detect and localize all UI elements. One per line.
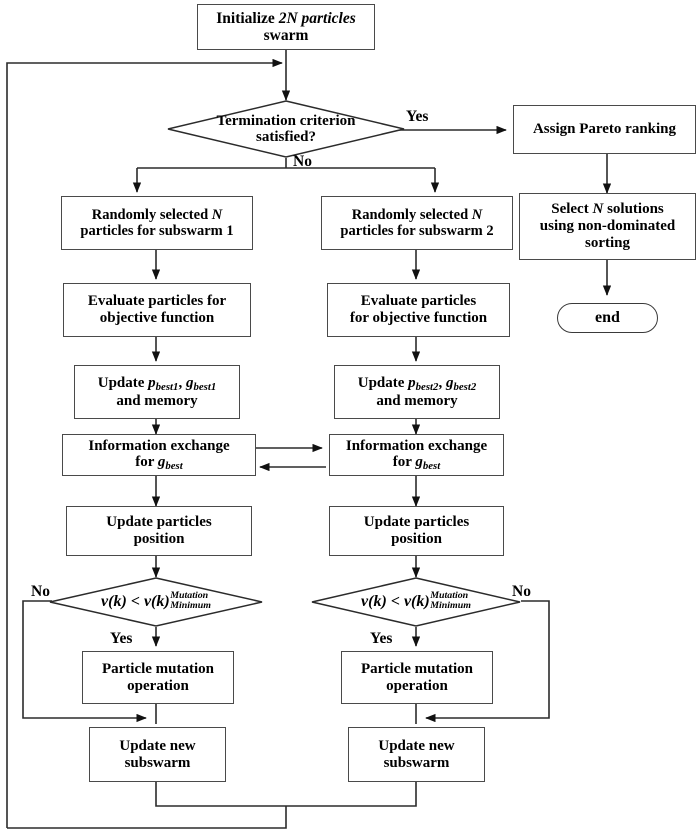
update2-p-sub: best2 [415, 380, 439, 393]
update2-p: p [408, 374, 416, 391]
pareto-text: Assign Pareto ranking [532, 121, 677, 138]
edge-label-no-termination: No [293, 153, 312, 170]
select-line1b: solutions [603, 201, 664, 218]
evaluate1-line2: objective function [99, 310, 215, 326]
random1-line1: Randomly selected [91, 206, 212, 223]
random1-line2: particles for subswarm 1 [80, 223, 234, 239]
random2-line2: particles for subswarm 2 [340, 223, 494, 239]
node-assign-pareto-ranking[interactable]: Assign Pareto ranking [513, 105, 696, 154]
edge-label-yes-mutation-right: Yes [370, 630, 393, 647]
select-line3: sorting [585, 234, 630, 251]
update1-line2: and memory [116, 392, 198, 409]
newsub2-line1: Update new [378, 737, 455, 754]
infoex1-g-sub: best [165, 460, 183, 473]
evaluate2-line1: Evaluate particles [360, 293, 477, 310]
update1-g: g [185, 374, 194, 391]
select-line2: using non-dominated [539, 218, 676, 235]
node-mutation-check-2[interactable] [310, 577, 522, 627]
infoex2-line2pre: for [392, 454, 416, 471]
infoex2-g: g [415, 454, 423, 471]
edge-label-no-mutation-left: No [31, 583, 50, 600]
mutation1-line1: Particle mutation [101, 660, 215, 677]
random2-line1: Randomly selected [351, 206, 472, 223]
position1-line2: position [133, 531, 185, 547]
newsub1-line1: Update new [119, 737, 196, 754]
infoex2-line1: Information exchange [345, 437, 488, 454]
init-line2: swarm [263, 27, 309, 44]
node-end[interactable]: end [557, 303, 658, 333]
update1-prefix: Update [97, 374, 149, 391]
mutation2-line2: operation [386, 677, 448, 694]
edge-label-no-mutation-right: No [512, 583, 531, 600]
update2-g-sub: best2 [453, 380, 477, 393]
infoex2-g-sub: best [422, 460, 441, 473]
update1-g-sub: best1 [193, 380, 217, 393]
node-termination-diamond[interactable] [166, 100, 406, 158]
end-text: end [595, 309, 620, 327]
position2-line2: position [391, 531, 442, 547]
update2-line2: and memory [376, 392, 458, 409]
random1-emphasis: N [211, 206, 223, 223]
position1-line1: Update particles [106, 514, 212, 531]
update1-comma: , [178, 374, 186, 391]
init-emphasis: 2N particles [278, 9, 356, 27]
node-mutation-check-1[interactable] [48, 577, 264, 627]
mutation2-line1: Particle mutation [360, 660, 474, 677]
random2-emphasis: N [471, 206, 483, 223]
evaluate1-line1: Evaluate particles for [87, 293, 227, 310]
infoex1-g: g [157, 454, 166, 471]
infoex1-line2pre: for [135, 454, 158, 471]
update1-p: p [148, 374, 156, 391]
select-emphasis: N [592, 201, 604, 218]
init-line1: Initialize [216, 9, 279, 27]
infoex1-line1: Information exchange [88, 437, 230, 454]
evaluate2-line2: for objective function [349, 310, 488, 326]
newsub1-line2: subswarm [124, 754, 191, 771]
update2-g: g [445, 374, 454, 391]
update1-p-sub: best1 [155, 380, 179, 393]
position2-line1: Update particles [363, 514, 470, 531]
edge-label-yes-mutation-left: Yes [110, 630, 133, 647]
select-line1: Select [551, 201, 593, 218]
newsub2-line2: subswarm [383, 754, 450, 771]
update2-comma: , [438, 374, 446, 391]
edge-label-yes-termination: Yes [406, 108, 429, 125]
update2-prefix: Update [357, 374, 409, 391]
mutation1-line2: operation [127, 677, 189, 694]
